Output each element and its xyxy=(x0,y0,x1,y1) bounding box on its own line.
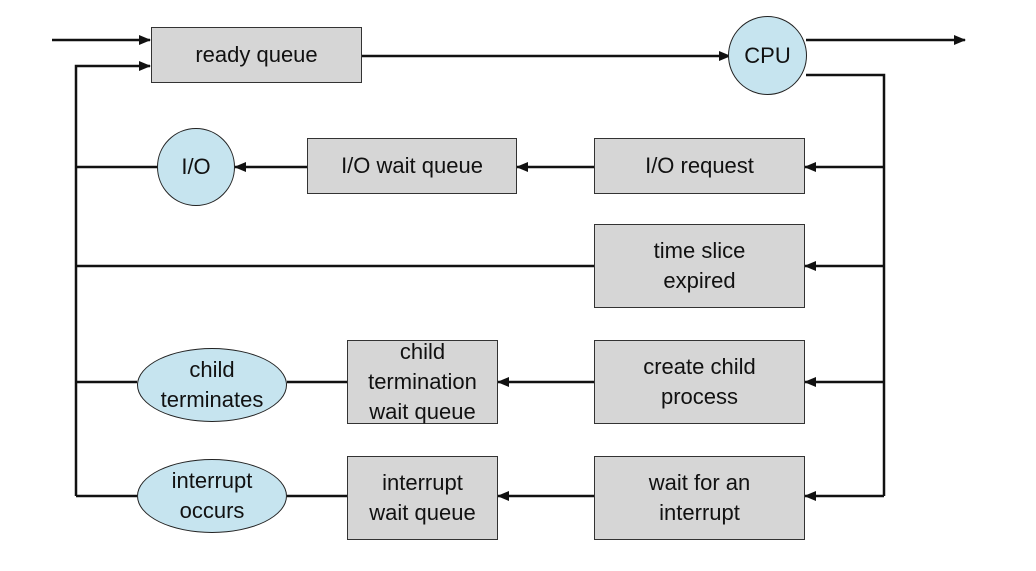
child-terminates-label: child terminates xyxy=(160,357,264,412)
io-wait-queue-box: I/O wait queue xyxy=(307,138,517,194)
wait-for-interrupt-label: wait for an interrupt xyxy=(648,470,751,525)
cpu-right-bus xyxy=(806,73,886,496)
io-request-box: I/O request xyxy=(594,138,805,194)
interrupt-occurs-ellipse: interrupt occurs xyxy=(137,459,287,533)
ready-queue-label: ready queue xyxy=(195,42,318,67)
child-termination-wait-queue-label: child termination wait queue xyxy=(368,339,477,424)
child-termination-wait-queue-box: child termination wait queue xyxy=(347,339,498,424)
wait-for-interrupt-box: wait for an interrupt xyxy=(594,456,805,540)
child-terminates-ellipse: child terminates xyxy=(137,348,287,422)
io-circle: I/O xyxy=(157,128,235,206)
io-wait-queue-label: I/O wait queue xyxy=(341,153,483,178)
create-child-process-label: create child process xyxy=(643,354,756,409)
io-request-label: I/O request xyxy=(645,153,754,178)
time-slice-expired-box: time slice expired xyxy=(594,224,805,308)
interrupt-occurs-label: interrupt occurs xyxy=(171,468,253,523)
cpu-label: CPU xyxy=(744,42,791,68)
time-slice-expired-label: time slice expired xyxy=(653,238,746,293)
cpu-circle: CPU xyxy=(728,16,807,95)
ready-queue-box: ready queue xyxy=(151,27,362,83)
interrupt-wait-queue-label: interrupt wait queue xyxy=(369,470,476,525)
create-child-process-box: create child process xyxy=(594,340,805,424)
interrupt-wait-queue-box: interrupt wait queue xyxy=(347,456,498,540)
io-label: I/O xyxy=(181,154,211,179)
left-return-bus xyxy=(74,61,151,496)
